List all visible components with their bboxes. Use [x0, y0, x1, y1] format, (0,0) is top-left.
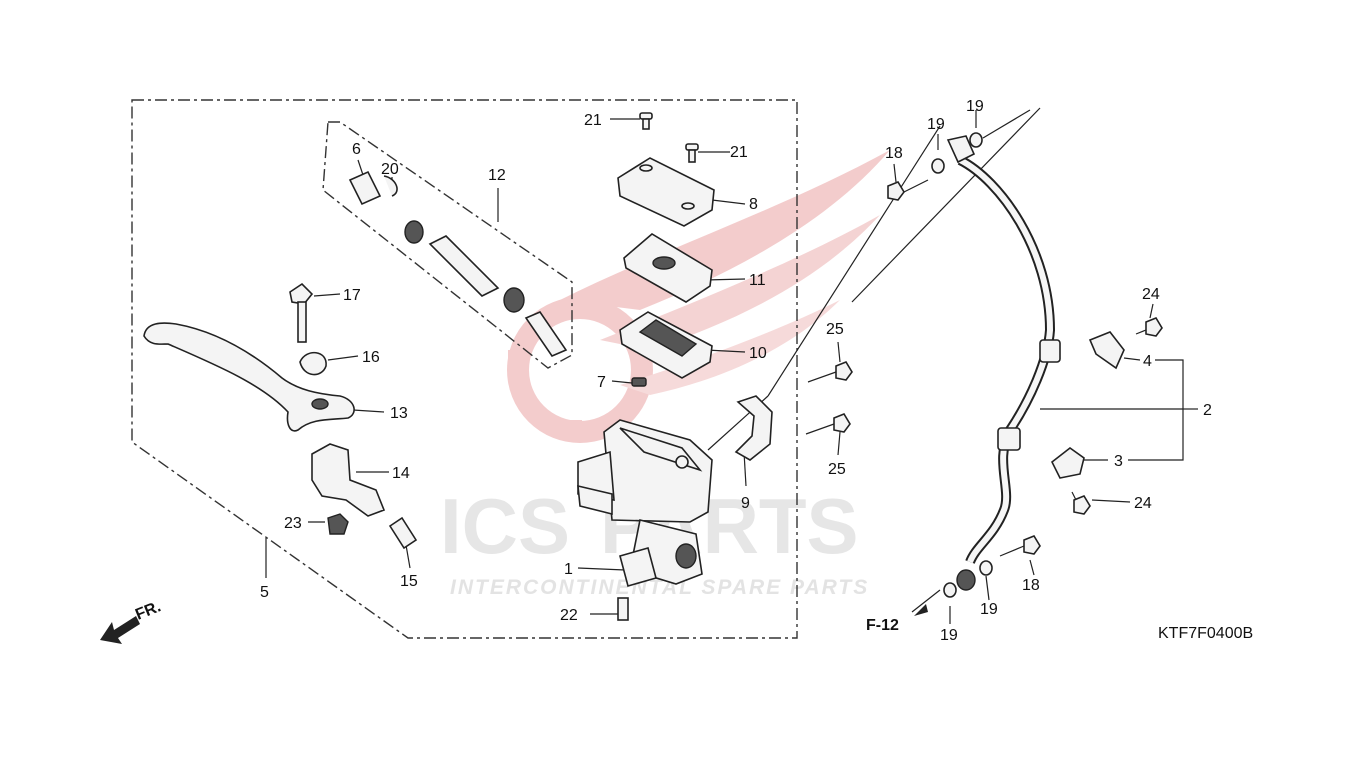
spring-15 [388, 516, 418, 550]
callout-18-bottom[interactable]: 18 [1022, 577, 1040, 594]
callout-19-c[interactable]: 19 [980, 601, 998, 618]
callout-19-d[interactable]: 19 [940, 627, 958, 644]
callout-20[interactable]: 20 [381, 161, 399, 178]
leader-lines [265, 107, 1198, 624]
callout-19-a[interactable]: 19 [927, 116, 945, 133]
bolt-25-bottom [805, 413, 851, 435]
washer-19-b [969, 132, 983, 148]
callout-21-mid[interactable]: 21 [730, 144, 748, 161]
washer-19-c [979, 560, 993, 576]
banjo-bolt-18-top [887, 179, 929, 201]
master-cylinder-holder-9 [734, 395, 773, 461]
callout-25-bottom[interactable]: 25 [828, 461, 846, 478]
front-direction-arrow: FR. [100, 598, 163, 644]
bolt-24-bottom [1071, 491, 1091, 515]
callout-6[interactable]: 6 [352, 141, 361, 158]
callout-3[interactable]: 3 [1114, 453, 1123, 470]
figure-ref-arrow-icon [914, 604, 928, 616]
hose-clamp-3 [1050, 447, 1085, 479]
banjo-bolt-18-bottom [999, 535, 1041, 557]
pivot-bolt-17 [289, 282, 314, 343]
callout-9[interactable]: 9 [741, 495, 750, 512]
callout-13[interactable]: 13 [390, 405, 408, 422]
piston-kit-boundary [322, 121, 573, 369]
callout-25-top[interactable]: 25 [826, 321, 844, 338]
nut-23 [327, 513, 349, 535]
parts [143, 112, 1163, 621]
callout-21-top[interactable]: 21 [584, 112, 602, 129]
washer-19-a [931, 158, 945, 174]
front-arrow-icon [100, 616, 140, 644]
brake-hose-2 [946, 135, 1061, 591]
callout-10[interactable]: 10 [749, 345, 767, 362]
callout-24-top[interactable]: 24 [1142, 286, 1160, 303]
callout-19-b[interactable]: 19 [966, 98, 984, 115]
reservoir-float-7 [631, 377, 647, 387]
master-cylinder-body-1 [577, 419, 713, 585]
diagram-code: KTF7F0400B [1158, 625, 1253, 642]
callout-15[interactable]: 15 [400, 573, 418, 590]
assembly-boundaries [131, 99, 798, 639]
figure-reference: F-12 [866, 604, 928, 634]
bolt-24-top [1135, 317, 1163, 337]
hose-clamp-4 [1088, 331, 1125, 370]
screw-21-top [639, 112, 653, 130]
lever-assembly-boundary [131, 99, 798, 639]
figure-ref-label: F-12 [866, 617, 899, 634]
callout-4[interactable]: 4 [1143, 353, 1152, 370]
callout-7[interactable]: 7 [597, 374, 606, 391]
lever-spring-16 [299, 351, 327, 376]
callout-labels: 1 2 3 4 5 6 7 8 9 10 11 12 13 14 15 16 1… [260, 98, 1212, 644]
front-arrow-label: FR. [133, 598, 163, 623]
callout-24-bottom[interactable]: 24 [1134, 495, 1152, 512]
callout-16[interactable]: 16 [362, 349, 380, 366]
brake-switch-22 [617, 547, 657, 621]
callout-5[interactable]: 5 [260, 584, 269, 601]
callout-22[interactable]: 22 [560, 607, 578, 624]
bolt-25-top [807, 361, 853, 383]
callout-18-top[interactable]: 18 [885, 145, 903, 162]
screw-21-mid [685, 143, 699, 163]
callout-12[interactable]: 12 [488, 167, 506, 184]
callout-23[interactable]: 23 [284, 515, 302, 532]
watermark-brand-left: ICS [440, 482, 570, 570]
callout-11[interactable]: 11 [749, 272, 766, 289]
watermark-tagline: INTERCONTINENTAL SPARE PARTS [450, 576, 869, 599]
brake-lever-13 [143, 322, 355, 432]
lever-bracket-14 [311, 443, 386, 517]
callout-2[interactable]: 2 [1203, 402, 1212, 419]
piston-kit-12 [348, 170, 568, 357]
washer-19-d [943, 582, 957, 598]
callout-8[interactable]: 8 [749, 196, 758, 213]
callout-17[interactable]: 17 [343, 287, 361, 304]
callout-14[interactable]: 14 [392, 465, 410, 482]
reservoir-cap-8 [617, 157, 715, 227]
callout-1[interactable]: 1 [564, 561, 573, 578]
